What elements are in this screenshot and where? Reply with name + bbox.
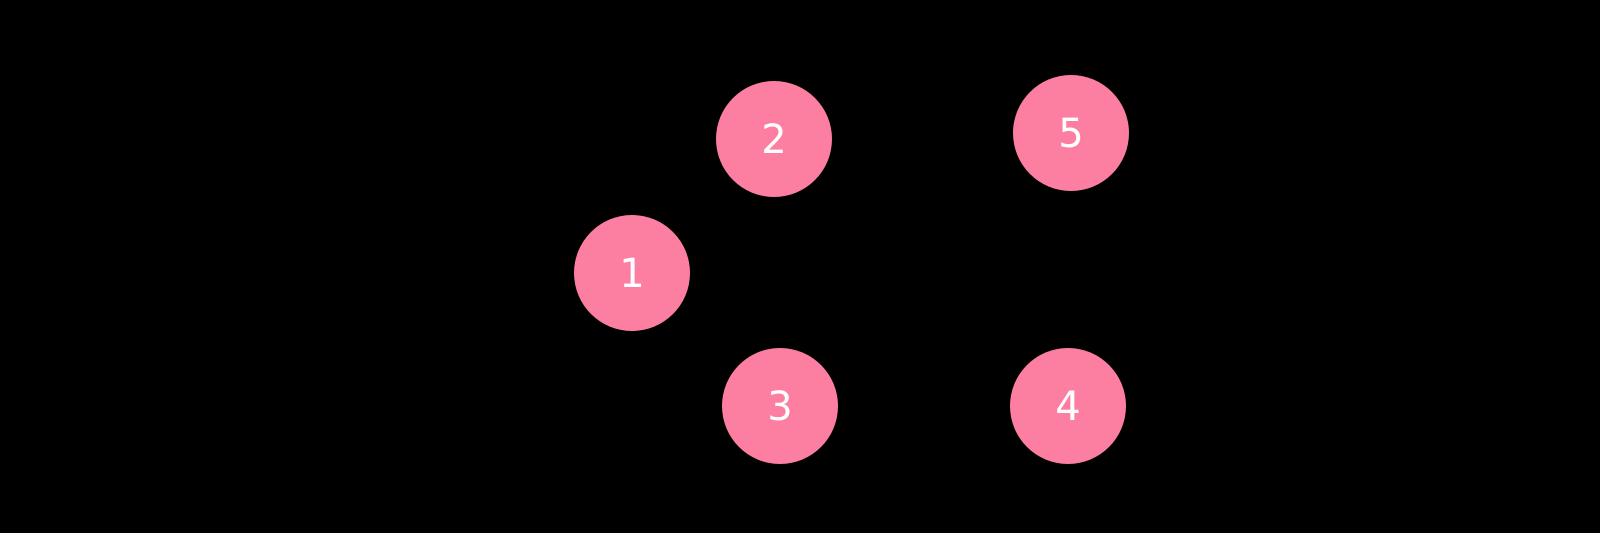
node-circle-3[interactable] — [722, 348, 838, 464]
node-circle-1[interactable] — [574, 215, 690, 331]
graph-node-2[interactable]: 2 — [716, 81, 832, 197]
graph-node-1[interactable]: 1 — [574, 215, 690, 331]
graph-node-3[interactable]: 3 — [722, 348, 838, 464]
node-circle-5[interactable] — [1013, 75, 1129, 191]
node-circle-4[interactable] — [1010, 348, 1126, 464]
graph-node-5[interactable]: 5 — [1013, 75, 1129, 191]
node-circle-2[interactable] — [716, 81, 832, 197]
graph-node-4[interactable]: 4 — [1010, 348, 1126, 464]
node-layer: 12 3 4 5 — [574, 75, 1129, 464]
